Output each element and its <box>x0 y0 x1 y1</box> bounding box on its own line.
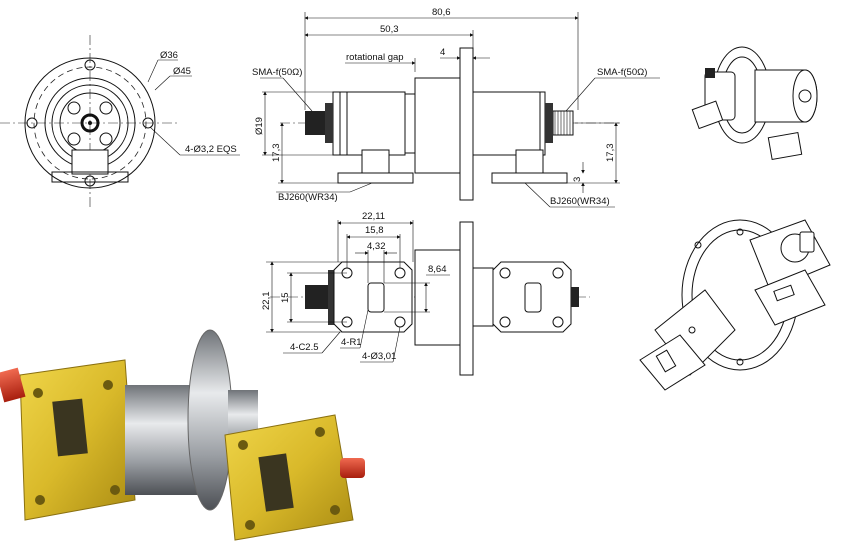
label-chamfer: 4-C2.5 <box>290 342 319 353</box>
dim-flange-thickness: 4 <box>440 47 445 58</box>
label-waveguide-right: BJ260(WR34) <box>550 196 610 207</box>
top-view: 22,11 15,8 4,32 8,64 22,1 15 4-C2.5 4-R1… <box>261 211 590 376</box>
front-view: Ø36 Ø45 4-Ø3,2 EQS <box>0 35 240 210</box>
dim-dia36: Ø36 <box>160 50 178 61</box>
dim-dia45: Ø45 <box>173 66 191 77</box>
dim-height-left: 17,3 <box>271 144 282 163</box>
side-view: 80,6 50,3 rotational gap 4 SMA-f(50Ω) SM… <box>252 7 660 208</box>
dim-slot-height: 8,64 <box>428 264 447 275</box>
label-holes: 4-Ø3,01 <box>362 351 396 362</box>
dim-flange-plate: 3 <box>572 177 583 182</box>
dim-height-right: 17,3 <box>605 144 616 163</box>
dim-length-to-flange: 50,3 <box>380 24 399 35</box>
dim-overall-length: 80,6 <box>432 7 451 18</box>
label-connector-right: SMA-f(50Ω) <box>597 67 647 78</box>
dim-flange-height: 22,1 <box>261 292 272 311</box>
dim-slot-width: 4,32 <box>367 241 386 252</box>
product-photo <box>0 329 365 541</box>
dim-hole-spacing-y: 15 <box>280 292 291 303</box>
label-connector-left: SMA-f(50Ω) <box>252 67 302 78</box>
label-waveguide-left: BJ260(WR34) <box>278 192 338 203</box>
dim-holes: 4-Ø3,2 EQS <box>185 144 237 155</box>
dim-flange-width: 22,11 <box>362 211 385 222</box>
isometric-view-large <box>639 219 831 391</box>
isometric-view-small <box>691 46 818 161</box>
label-rotational-gap: rotational gap <box>346 52 404 63</box>
dim-body-dia: Ø19 <box>254 117 265 135</box>
label-radius: 4-R1 <box>341 337 362 348</box>
dim-hole-spacing-x: 15,8 <box>365 225 384 236</box>
